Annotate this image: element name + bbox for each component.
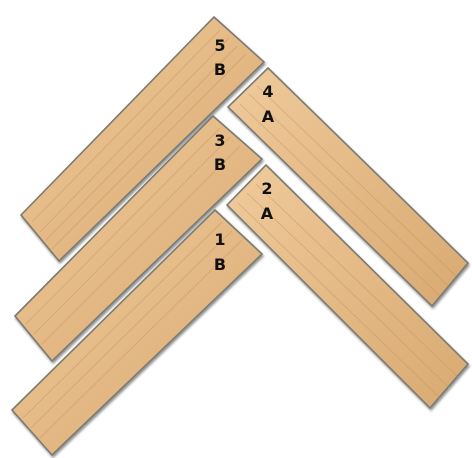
plank-2a-number: 2	[261, 179, 272, 198]
plank-5b-number: 5	[214, 36, 225, 55]
plank-2a-letter: A	[261, 204, 274, 223]
plank-4a-letter: A	[262, 107, 275, 126]
plank-3b-number: 3	[214, 131, 225, 150]
plank-5b-letter: B	[214, 60, 226, 79]
plank-3b-letter: B	[214, 155, 226, 174]
plank-1b-letter: B	[214, 255, 226, 274]
plank-1b-number: 1	[214, 230, 225, 249]
plank-4a-number: 4	[262, 82, 273, 101]
